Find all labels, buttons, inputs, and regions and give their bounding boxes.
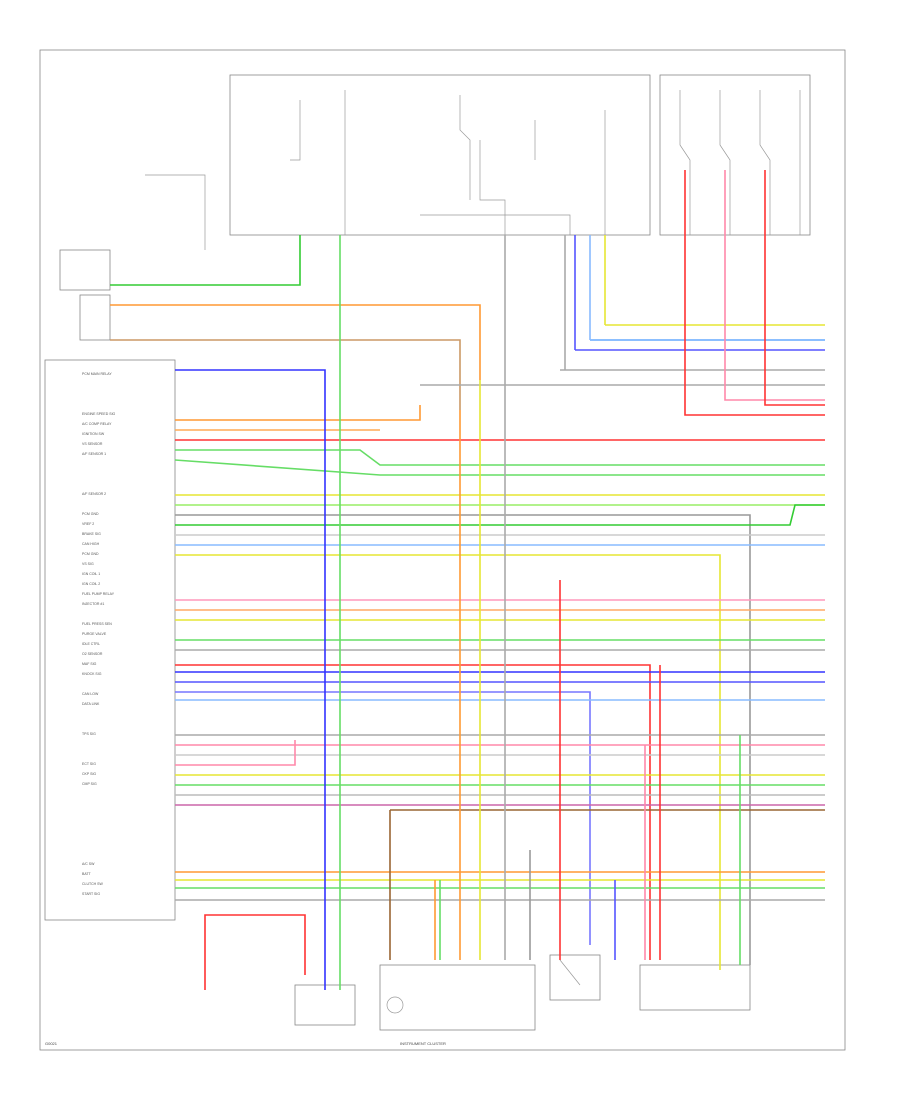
pin-label: A/F SENSOR 1	[82, 452, 106, 456]
sensor-box-1	[59, 249, 111, 291]
wire-green-4	[175, 504, 825, 526]
fuse-relay-box	[229, 74, 651, 236]
pin-label: BRAKE SIG	[82, 532, 101, 536]
pin-label: PCM GND	[82, 512, 99, 516]
wire-green-3	[174, 459, 825, 476]
component-box-2	[639, 964, 751, 1011]
wire-green-2	[175, 449, 825, 466]
pin-label: CKP SIG	[82, 772, 96, 776]
vertical-wires	[175, 235, 741, 990]
wire-pink-3	[175, 740, 296, 766]
footer-center-label: INSTRUMENT CLUSTER	[400, 1041, 446, 1046]
pin-label: INJECTOR #1	[82, 602, 104, 606]
pin-label: A/F SENSOR 2	[82, 492, 106, 496]
pin-labels: PCM MAIN RELAY ENGINE SPEED SIG A/C COMP R…	[82, 372, 116, 896]
wire-brown-top	[110, 339, 461, 410]
pin-label: MAF SIG	[82, 662, 97, 666]
wire-red-relay	[684, 170, 825, 416]
footer-left-label: G0021	[45, 1041, 58, 1046]
pin-label: DATA LINK	[82, 702, 100, 706]
component-box-1	[294, 984, 356, 1026]
diagram-frame	[39, 49, 846, 1051]
wire-red-relay-2	[764, 170, 825, 406]
pin-label: VS SENSOR	[82, 442, 103, 446]
pin-label: PCM MAIN RELAY	[82, 372, 112, 376]
pin-label: IGN COIL 1	[82, 572, 100, 576]
wire-red-bottom	[204, 914, 306, 990]
sensor-box-2	[79, 294, 111, 341]
relay-internal-lines	[145, 90, 801, 986]
pin-label: VREF 2	[82, 522, 94, 526]
wire-green-top	[110, 235, 301, 286]
switch-box	[549, 954, 601, 1001]
pin-label: CMP SIG	[82, 782, 97, 786]
wire-orange-top	[110, 304, 481, 380]
wire-red-2	[175, 664, 651, 960]
pin-label: BATT	[82, 872, 92, 876]
pin-label: CAN LOW	[82, 692, 99, 696]
pin-label: A/C COMP RELAY	[82, 422, 112, 426]
wire-blue-3	[175, 691, 591, 945]
pin-label: VS SIG	[82, 562, 94, 566]
wire-gray-3	[175, 514, 751, 965]
pin-label: TPS SIG	[82, 732, 96, 736]
pcm-connector-block	[44, 359, 176, 921]
pin-label: FUEL PUMP RELAY	[82, 592, 115, 596]
pin-label: IDLE CTRL	[82, 642, 100, 646]
gauge-symbol	[386, 996, 404, 1014]
pin-label: O2 SENSOR	[82, 652, 103, 656]
pin-label: START SIG	[82, 892, 100, 896]
pin-label: ENGINE SPEED SIG	[82, 412, 116, 416]
pin-label: CLUTCH SW	[82, 882, 104, 886]
relay-box-right	[659, 74, 811, 236]
wire-blue-vertical	[175, 369, 326, 990]
pin-label: FUEL PRESS SEN	[82, 622, 112, 626]
pin-label: KNOCK SIG	[82, 672, 102, 676]
pin-label: CAN HIGH	[82, 542, 100, 546]
pin-label: A/C SW	[82, 862, 95, 866]
wire-yellow-2	[175, 554, 721, 970]
pin-label: IGNITION SW	[82, 432, 105, 436]
pin-label: ECT SIG	[82, 762, 96, 766]
wire-pink-relay	[724, 170, 825, 401]
instrument-cluster-box	[379, 964, 536, 1031]
pin-label: PCM GND	[82, 552, 99, 556]
pin-label: IGN COIL 2	[82, 582, 100, 586]
wire-orange-1	[175, 405, 421, 421]
pin-label: PURGE VALVE	[82, 632, 107, 636]
horizontal-wires	[110, 170, 825, 990]
